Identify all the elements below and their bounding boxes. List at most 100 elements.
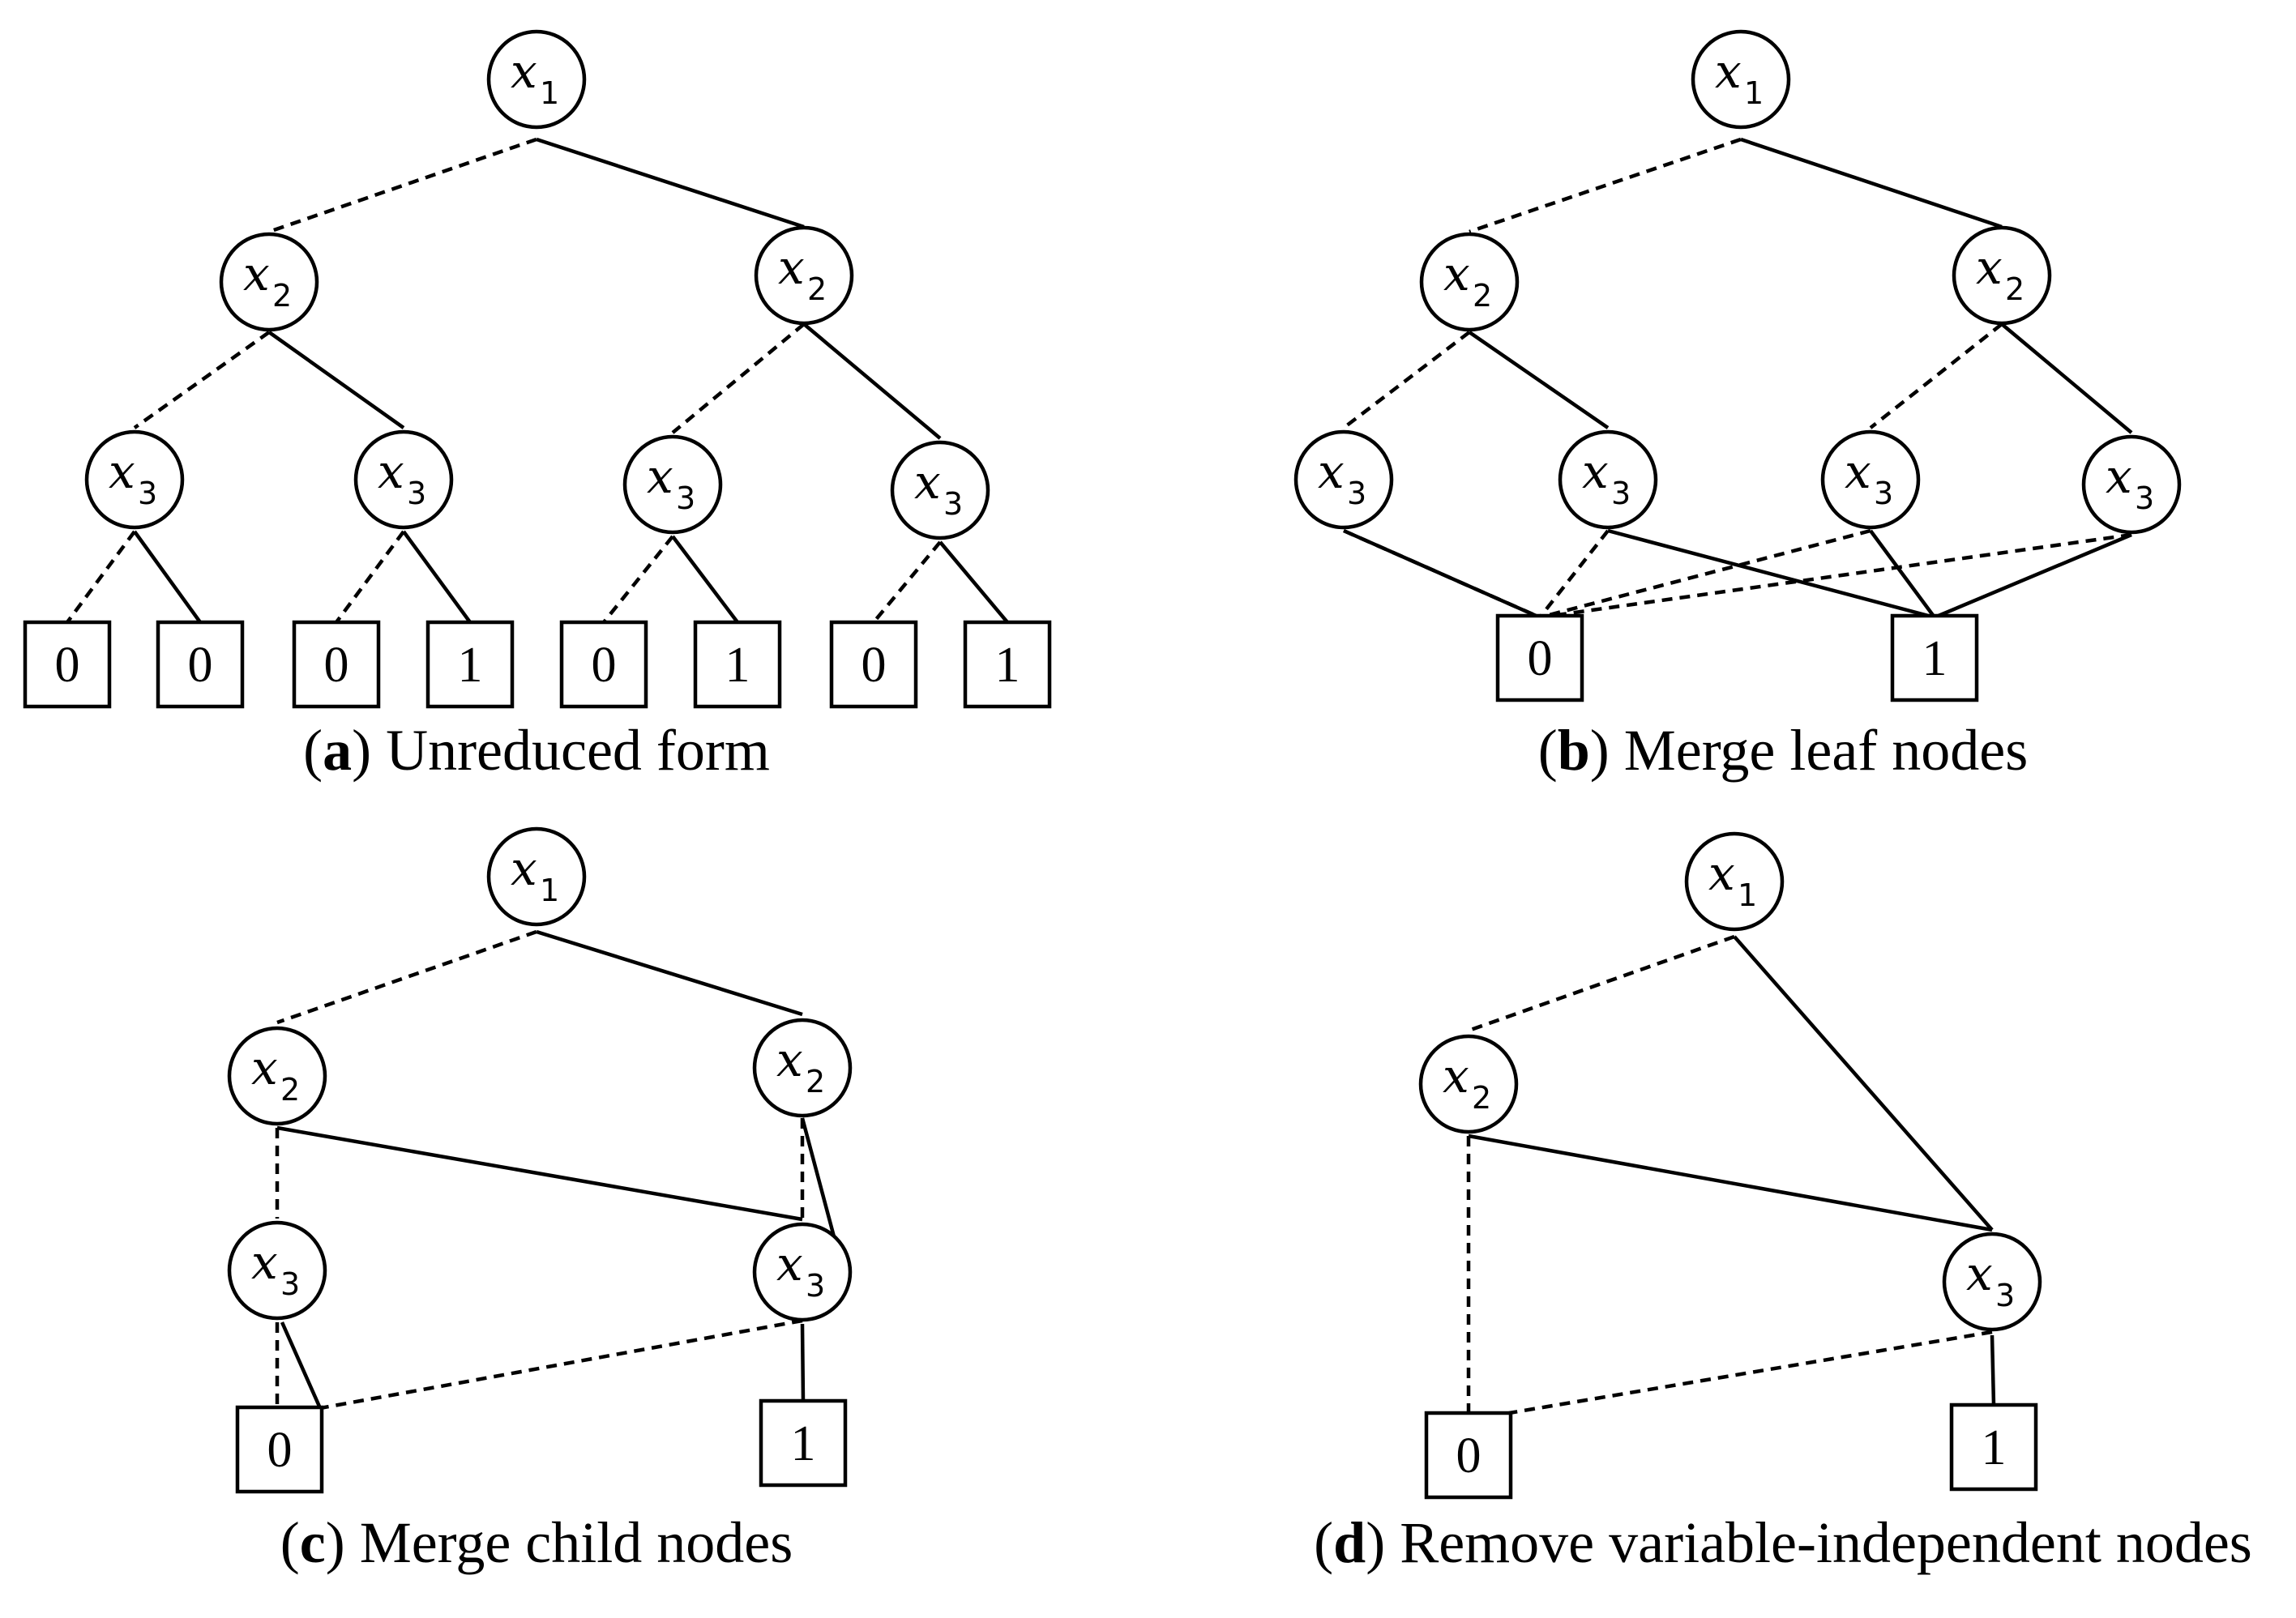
node-variable-label: x <box>776 1236 803 1291</box>
terminal-leaf: 0 <box>559 620 648 709</box>
low-edge-n6-l5 <box>602 535 674 624</box>
high-edge-n4-l0 <box>1343 528 1541 620</box>
caption-text: Merge leaf nodes <box>1624 718 2028 783</box>
high-edge-n1-n5 <box>1733 935 1994 1232</box>
caption-paren: ( <box>303 718 323 783</box>
node-variable-subscript: 3 <box>280 1266 300 1302</box>
caption-paren: ( <box>1538 718 1558 783</box>
node-variable-label: x <box>1708 846 1735 901</box>
high-edge-n1-n3 <box>536 929 803 1017</box>
low-edge-n1-n2 <box>1469 137 1742 234</box>
low-edge-n3-n6 <box>1869 322 2003 429</box>
caption-letter: b <box>1558 718 1590 783</box>
node-circle <box>752 1222 853 1322</box>
node-variable-label: x <box>511 44 537 99</box>
low-edge-n5-l3 <box>335 530 405 624</box>
terminal-leaf: 1 <box>759 1398 848 1488</box>
high-edge-n5-l1 <box>800 1323 806 1402</box>
terminal-leaf: 1 <box>425 620 515 709</box>
node-variable-subscript: 1 <box>1738 877 1757 913</box>
leaf-box <box>829 620 918 709</box>
node-circle <box>353 429 454 530</box>
caption-paren: ) <box>1590 718 1624 783</box>
caption-paren: ( <box>1314 1510 1333 1575</box>
low-edge-n1-n2 <box>1468 934 1735 1033</box>
node-variable-label: x <box>243 246 270 301</box>
leaf-value: 0 <box>267 1423 293 1478</box>
terminal-leaf: 1 <box>963 620 1052 709</box>
leaf-value: 1 <box>725 638 750 693</box>
caption-text: Merge child nodes <box>360 1510 793 1575</box>
high-edge-n3-n7 <box>802 322 942 440</box>
high-edge-n3-n7 <box>2000 322 2133 434</box>
node-variable-subscript: 3 <box>1995 1278 2015 1313</box>
node-variable-subscript: 2 <box>272 278 292 314</box>
node-variable-label: x <box>511 841 537 896</box>
high-edge-n4-l0 <box>280 1321 323 1409</box>
low-edge-n4-l1 <box>66 530 136 624</box>
node-circle <box>622 434 723 535</box>
high-edge-n5-l4 <box>402 530 472 624</box>
high-edge-n2-n5 <box>1468 331 1610 429</box>
high-edge-n6-l6 <box>671 535 739 624</box>
caption-letter: d <box>1333 1510 1366 1575</box>
node-variable-subscript: 3 <box>2135 480 2154 516</box>
low-edge-n6-l0 <box>1539 528 1871 620</box>
node-variable-label: x <box>647 449 673 504</box>
node-variable-label: x <box>109 444 135 499</box>
node-circle <box>752 1018 853 1118</box>
leaf-box <box>759 1398 848 1488</box>
caption-paren: ( <box>280 1510 300 1575</box>
terminal-leaf: 0 <box>156 620 245 709</box>
low-edge-n5-l0 <box>319 1318 803 1411</box>
node-variable-label: x <box>1976 240 2003 295</box>
node-variable-subscript: 3 <box>1611 476 1631 511</box>
node-circle <box>84 429 185 530</box>
node-variable-label: x <box>914 455 941 510</box>
high-edge-n7-l8 <box>938 540 1009 624</box>
leaf-value: 0 <box>1528 631 1553 686</box>
leaf-value: 0 <box>55 638 80 693</box>
node-circle <box>1558 429 1658 530</box>
node-circle <box>1691 29 1791 130</box>
node-circle <box>227 1026 327 1126</box>
terminal-leaf: 0 <box>1495 613 1584 702</box>
caption-text: Remove variable-independent nodes <box>1400 1510 2252 1575</box>
low-edge-n7-l7 <box>872 540 942 624</box>
high-edge-n5-l1 <box>1990 1334 1996 1406</box>
node-variable-subscript: 1 <box>1744 75 1764 111</box>
low-edge-n5-l0 <box>1508 1330 1993 1415</box>
node-circle <box>1293 429 1394 530</box>
terminal-leaf: 0 <box>1424 1411 1513 1500</box>
high-edge-n7-l1 <box>1934 532 2132 620</box>
node-variable-subscript: 3 <box>1347 476 1366 511</box>
terminal-leaf: 0 <box>292 620 381 709</box>
node-variable-label: x <box>1582 444 1609 499</box>
low-edge-n1-n2 <box>276 929 537 1025</box>
caption-letter: a <box>323 718 352 783</box>
node-circle <box>754 225 854 326</box>
node-variable-subscript: 2 <box>2005 271 2024 307</box>
leaf-value: 1 <box>1982 1420 2007 1475</box>
caption-paren: ) <box>352 718 386 783</box>
terminal-leaf: 1 <box>1949 1402 2038 1492</box>
node-variable-label: x <box>776 1032 803 1087</box>
high-edge-n5-l1 <box>1607 528 1935 620</box>
node-variable-label: x <box>251 1235 278 1290</box>
panel-d-edges <box>1466 934 1996 1415</box>
high-edge-n1-n3 <box>536 137 805 229</box>
